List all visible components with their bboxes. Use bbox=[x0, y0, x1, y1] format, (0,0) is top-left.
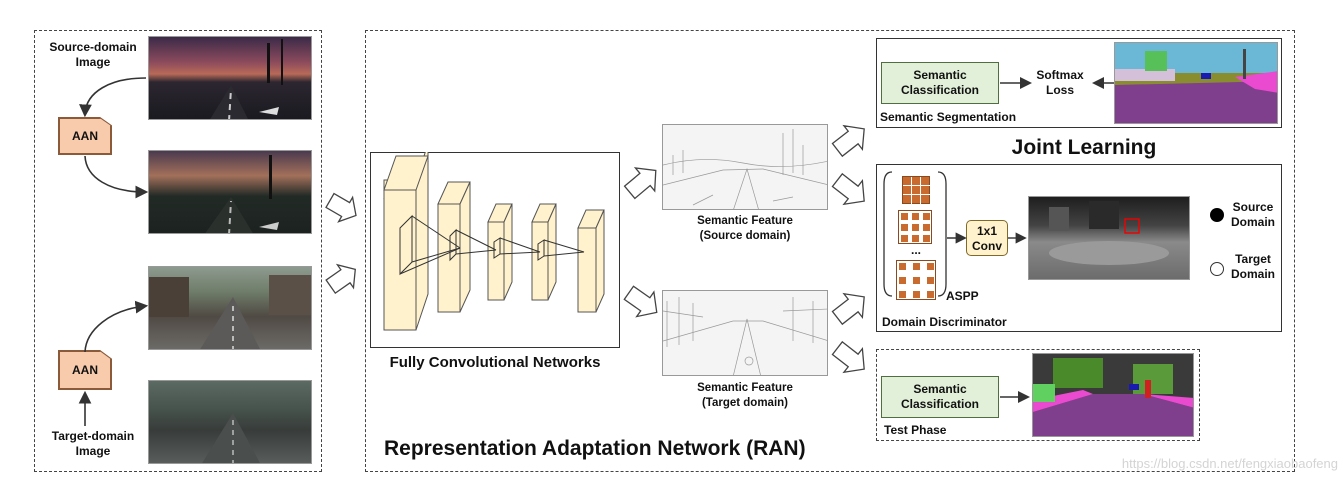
test-semantic-classification-button: Semantic Classification bbox=[881, 376, 999, 418]
fcn-box bbox=[370, 152, 620, 348]
discriminator-map-image bbox=[1028, 196, 1190, 280]
test-phase-title: Test Phase bbox=[884, 423, 947, 437]
ran-panel bbox=[365, 30, 1295, 472]
fcn-input-arrows bbox=[325, 192, 357, 295]
softmax-loss-label: Softmax Loss bbox=[1036, 68, 1084, 97]
semantic-feature-source-label: Semantic Feature (Source domain) bbox=[697, 215, 793, 242]
ran-title: Representation Adaptation Network (RAN) bbox=[384, 437, 806, 460]
target-domain-dot bbox=[1210, 262, 1224, 276]
domain-discriminator-box bbox=[876, 164, 1282, 332]
adapted-target-image bbox=[148, 380, 312, 464]
semantic-segmentation-title: Semantic Segmentation bbox=[880, 110, 1017, 124]
source-image bbox=[148, 36, 312, 120]
semantic-feature-source-image bbox=[662, 124, 828, 210]
input-panel bbox=[34, 30, 322, 472]
watermark: https://blog.csdn.net/fengxiaobaofeng bbox=[1121, 456, 1338, 471]
fcn-output-arrows bbox=[623, 167, 658, 318]
test-phase-box bbox=[876, 349, 1200, 441]
fcn-label: Fully Convolutional Networks bbox=[389, 354, 601, 371]
target-image bbox=[148, 266, 312, 350]
aspp-kernel-rate-n bbox=[896, 260, 936, 300]
source-domain-label: Source Domain bbox=[1230, 200, 1275, 229]
test-phase-arrow bbox=[1000, 391, 1030, 403]
target-domain-label: Target Domain bbox=[1230, 252, 1275, 281]
semantic-segmentation-box bbox=[876, 38, 1282, 128]
aan-top: AAN bbox=[59, 118, 111, 154]
feature-output-arrows bbox=[831, 124, 865, 374]
conv-1x1-box: 1x1 Conv bbox=[966, 220, 1008, 256]
fcn-layers bbox=[383, 152, 605, 331]
domain-discriminator-title: Domain Discriminator bbox=[882, 315, 1007, 329]
target-image-label: Target-domain Image bbox=[51, 429, 135, 458]
aspp-label: ASPP bbox=[946, 289, 979, 303]
source-image-label: Source-domain Image bbox=[49, 40, 137, 69]
semantic-classification-button: Semantic Classification bbox=[881, 62, 999, 104]
semantic-feature-target-image bbox=[662, 290, 828, 376]
semantic-feature-target-label: Semantic Feature (Target domain) bbox=[697, 382, 793, 409]
aspp-kernel-rate-2 bbox=[898, 210, 932, 244]
aspp-bracket bbox=[883, 171, 947, 297]
segmentation-map-image bbox=[1114, 42, 1278, 124]
source-domain-dot bbox=[1210, 208, 1224, 222]
aspp-dots: ... bbox=[910, 243, 921, 257]
adapted-source-image bbox=[148, 150, 312, 234]
aspp-kernel-rate-1 bbox=[902, 176, 931, 205]
joint-learning-label: Joint Learning bbox=[1011, 136, 1157, 159]
segmentation-arrows bbox=[1000, 77, 1115, 89]
aan-bottom: AAN bbox=[59, 351, 111, 389]
test-segmentation-image bbox=[1032, 353, 1194, 437]
